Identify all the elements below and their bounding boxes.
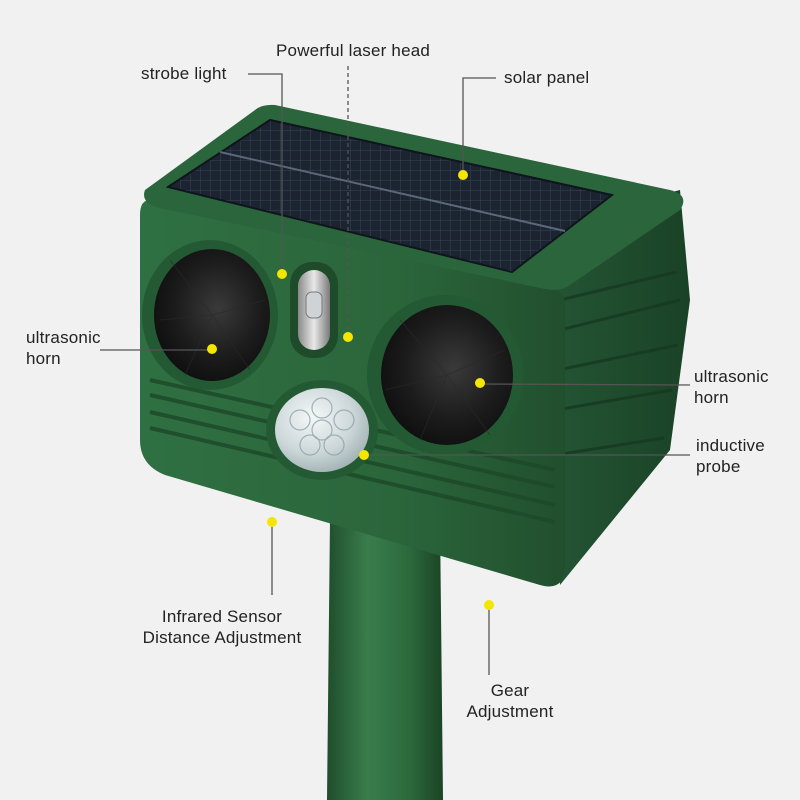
label-laser-head: Powerful laser head: [276, 41, 431, 60]
callout-markers: [207, 170, 494, 610]
label-infrared-sensor: Infrared Sensor Distance Adjustment: [142, 607, 302, 647]
ground-stake: [327, 520, 443, 800]
label-inductive-probe: inductive probe: [696, 436, 765, 476]
label-solar-panel: solar panel: [504, 68, 590, 87]
label-ultrasonic-horn-right: ultrasonic horn: [694, 367, 769, 407]
infrared-pir-sensor: [275, 388, 369, 472]
label-ultrasonic-horn-left: ultrasonic horn: [26, 328, 101, 368]
callout-lines: [100, 66, 691, 675]
solar-panel: [165, 118, 615, 274]
label-strobe-light: strobe light: [141, 64, 227, 83]
label-gear-adjustment: Gear Adjustment: [466, 681, 554, 721]
